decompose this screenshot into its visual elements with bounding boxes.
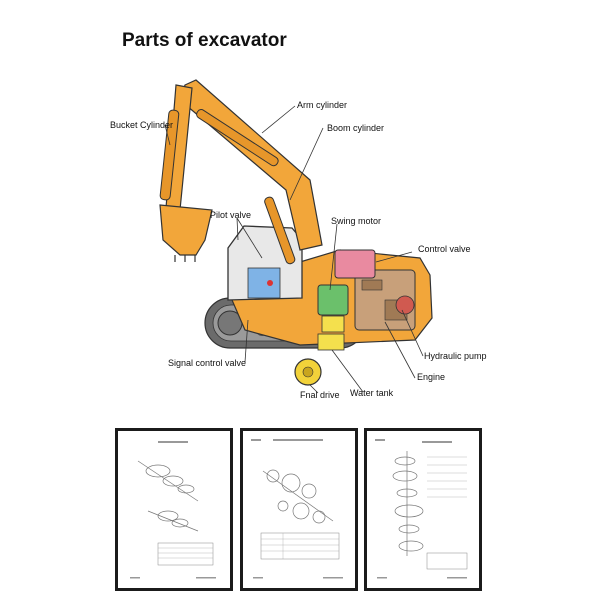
leader-lines <box>164 105 424 394</box>
arm-cylinder <box>196 109 279 167</box>
label-pilot-valve: Pilot valve <box>210 210 251 220</box>
label-hydraulic-pump: Hydraulic pump <box>424 351 487 361</box>
label-control-valve: Control valve <box>418 244 471 254</box>
control-valve-block <box>334 249 376 279</box>
label-final-drive: Fnal drive <box>300 390 340 400</box>
label-arm-cylinder: Arm cylinder <box>297 100 347 110</box>
manual-page-drawing-1 <box>130 441 216 579</box>
label-signal-control-valve: Signal control valve <box>168 358 246 368</box>
bucket-cylinder <box>159 109 180 201</box>
manual-page-thumbnail-2[interactable] <box>240 428 358 591</box>
manual-page-thumbnail-1[interactable] <box>115 428 233 591</box>
label-swing-motor: Swing motor <box>331 216 381 226</box>
label-engine: Engine <box>417 372 445 382</box>
final-drive <box>294 358 322 386</box>
hydraulic-pump <box>395 295 415 315</box>
water-tank <box>317 333 345 351</box>
label-bucket-cylinder: Bucket Cylinder <box>110 120 173 130</box>
manual-page-thumbnail-3[interactable] <box>364 428 482 591</box>
label-water-tank: Water tank <box>350 388 394 398</box>
page-title: Parts of excavator <box>122 30 287 51</box>
bucket <box>159 204 213 262</box>
excavator-diagram: Arm cylinder Bucket Cylinder Boom cylind… <box>110 79 487 400</box>
swing-motor <box>317 284 349 333</box>
label-boom-cylinder: Boom cylinder <box>327 123 384 133</box>
manual-page-drawing-3 <box>375 439 468 579</box>
manual-page-drawing-2 <box>251 439 343 579</box>
boom-cylinder <box>264 196 296 265</box>
